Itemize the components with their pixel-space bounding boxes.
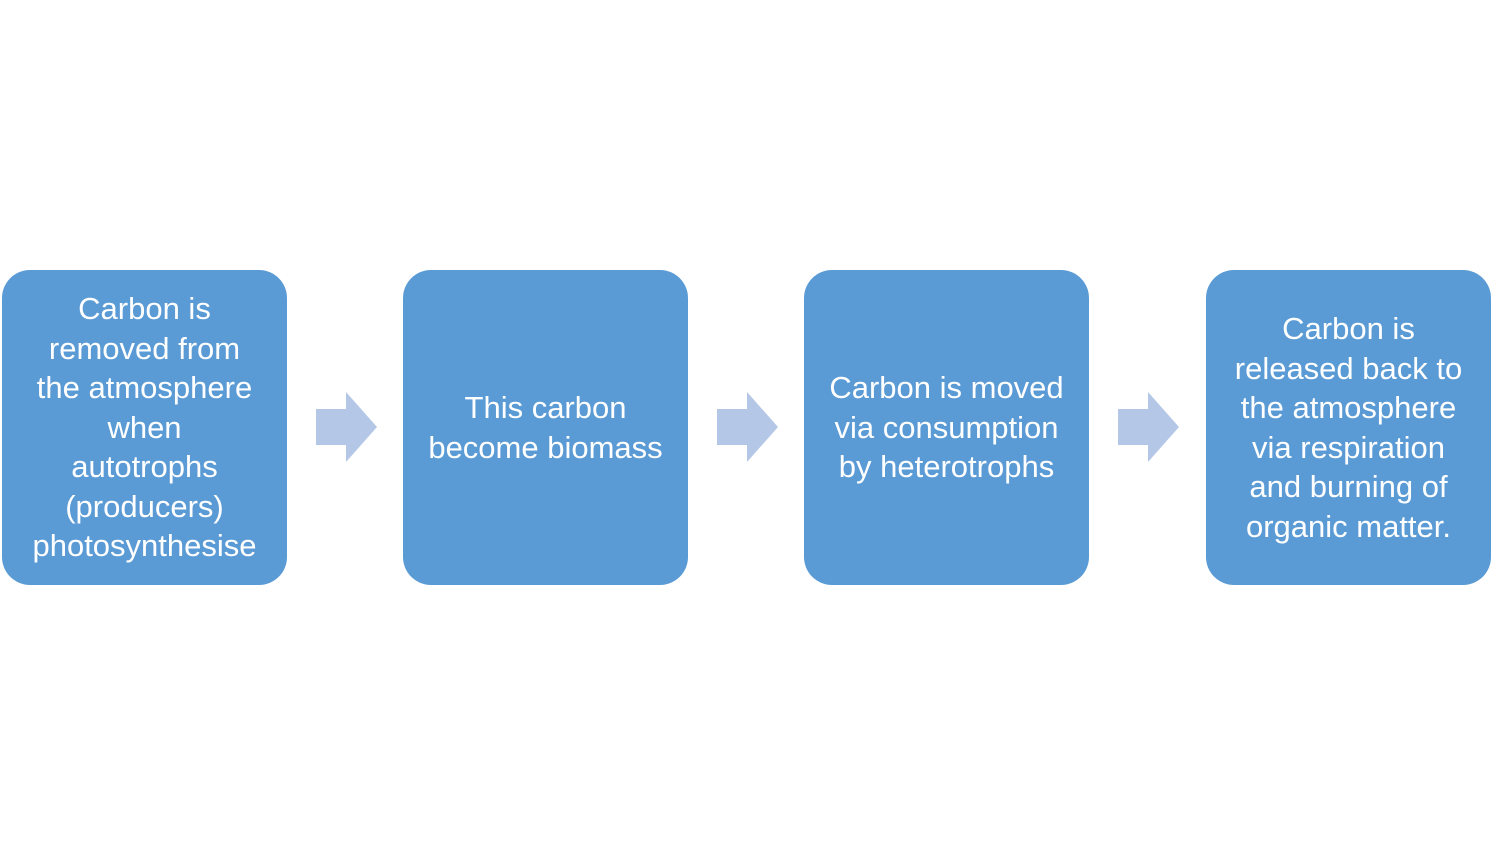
step-2-text: This carbon become biomass xyxy=(428,390,663,465)
step-2-box: This carbon become biomass xyxy=(403,270,688,585)
step-4-text: Carbon is released back to the atmospher… xyxy=(1234,311,1463,544)
step-1-box: Carbon is removed from the atmosphere wh… xyxy=(2,270,287,585)
step-3-text: Carbon is moved via consumption by heter… xyxy=(829,370,1064,485)
right-arrow-icon xyxy=(717,392,778,462)
step-4-box: Carbon is released back to the atmospher… xyxy=(1206,270,1491,585)
step-3-box: Carbon is moved via consumption by heter… xyxy=(804,270,1089,585)
right-arrow-icon xyxy=(316,392,377,462)
step-1-text: Carbon is removed from the atmosphere wh… xyxy=(32,291,257,564)
right-arrow-icon xyxy=(1118,392,1179,462)
